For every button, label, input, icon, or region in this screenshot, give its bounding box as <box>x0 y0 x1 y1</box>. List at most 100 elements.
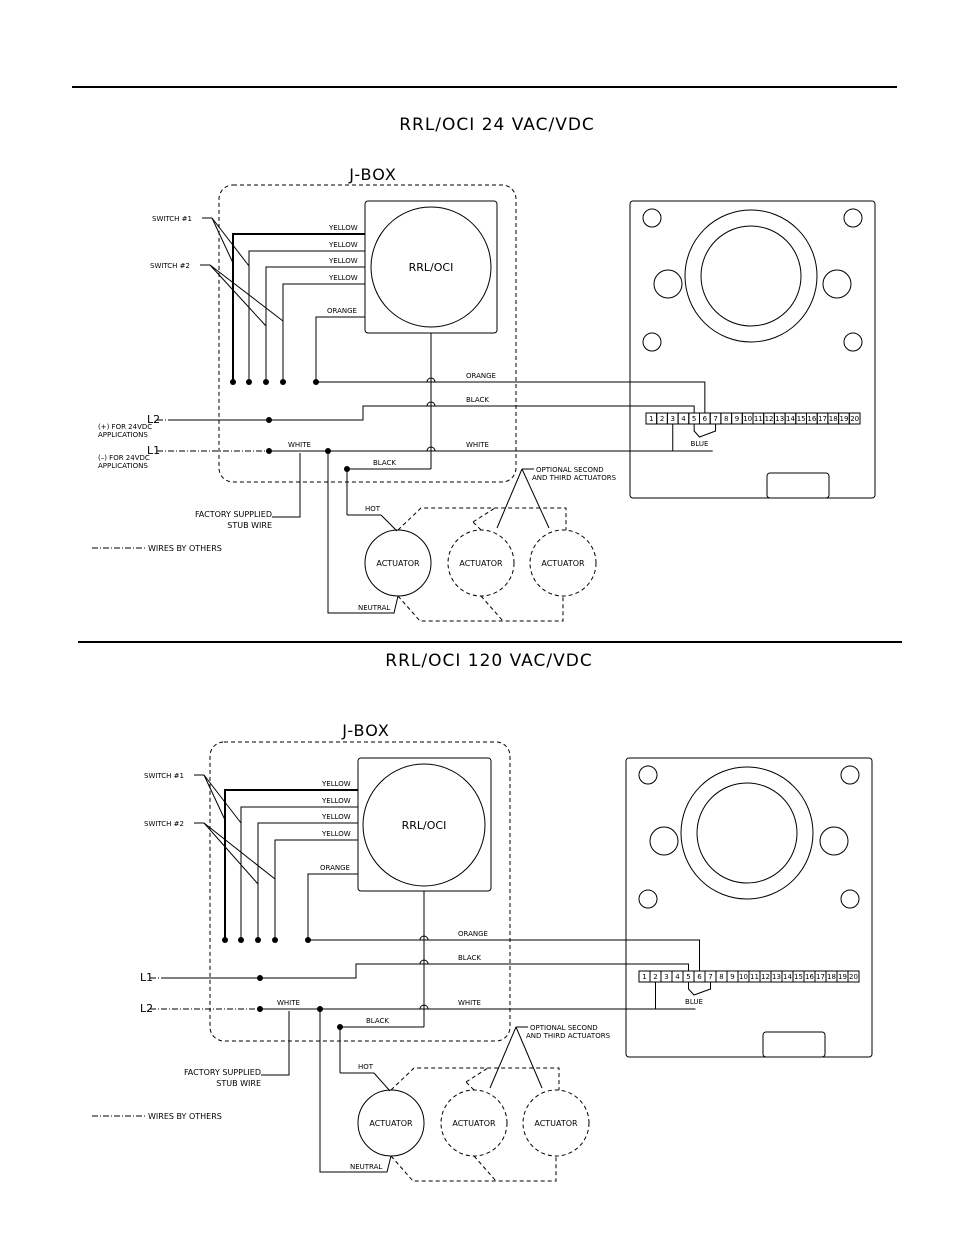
terminal-number: 15 <box>797 415 806 423</box>
switch-1-label: SWITCH #1 <box>144 772 184 780</box>
orange-wire <box>315 316 365 382</box>
switch-1-leader <box>211 217 234 264</box>
white-run-wire <box>269 424 713 452</box>
actuator-label: ACTUATOR <box>376 559 420 568</box>
wire-crossover <box>419 935 429 941</box>
neutral-wire <box>319 1009 392 1173</box>
mount-hole <box>642 208 662 228</box>
stub-label-line-2: STUB WIRE <box>216 1079 261 1088</box>
terminal-number: 13 <box>775 415 784 423</box>
yellow-wire <box>232 233 365 382</box>
terminal-number: 6 <box>703 415 708 423</box>
legend-label: WIRES BY OTHERS <box>148 1112 222 1121</box>
stub-label-line-1: FACTORY SUPPLIED <box>195 510 272 519</box>
black-run-wire <box>169 405 695 421</box>
mount-hole <box>638 889 658 909</box>
wire-crossover <box>419 959 429 965</box>
hot-wire <box>380 514 398 532</box>
terminal-number: 16 <box>807 415 816 423</box>
line-terminal-dot <box>257 1006 263 1012</box>
terminal-number: 20 <box>849 973 858 981</box>
terminal-number: 4 <box>675 973 680 981</box>
note-minus-line-1: (–) FOR 24VDC <box>98 454 150 462</box>
yellow-wire <box>224 789 358 940</box>
yellow-wire-label: YELLOW <box>328 224 358 232</box>
terminal-number: 4 <box>681 415 686 423</box>
black-run-label: BLACK <box>466 396 489 404</box>
terminal-number: 5 <box>686 973 690 981</box>
rrl-oci-label: RRL/OCI <box>409 261 454 274</box>
black-wire <box>339 1026 424 1073</box>
switch-terminal-dot <box>263 379 269 385</box>
actuator-optional <box>522 1089 590 1157</box>
optional-neutral-link <box>473 1155 497 1182</box>
yellow-wire-label: YELLOW <box>321 830 351 838</box>
switch-1-label: SWITCH #1 <box>152 215 192 223</box>
terminal-number: 15 <box>794 973 803 981</box>
dial-inner <box>700 225 802 327</box>
blue-label: BLUE <box>691 440 709 448</box>
rrl-oci-label: RRL/OCI <box>402 819 447 832</box>
terminal-number: 9 <box>730 973 734 981</box>
switch-terminal-dot <box>272 937 278 943</box>
line-b-label: L1 <box>147 444 160 457</box>
j-box-outline <box>209 741 511 1042</box>
black-run-wire <box>162 963 689 979</box>
black-wire-label: BLACK <box>373 459 396 467</box>
dial-outer <box>684 209 818 343</box>
mount-hole <box>638 765 658 785</box>
terminal-number: 14 <box>783 973 792 981</box>
yellow-wire <box>248 250 365 382</box>
j-box-label: J-BOX <box>341 721 390 740</box>
switch-2-leader <box>203 822 259 885</box>
orange-wire-label: ORANGE <box>327 307 357 315</box>
terminal-number: 18 <box>827 973 836 981</box>
black-run-label: BLACK <box>458 954 481 962</box>
orange-run-wire <box>308 939 700 971</box>
stub-label-line-1: FACTORY SUPPLIED <box>184 1068 261 1077</box>
terminal-number: 9 <box>735 415 739 423</box>
rrl-oci-dial <box>362 763 486 887</box>
line-a-label: L2 <box>147 413 160 426</box>
terminal-number: 10 <box>743 415 752 423</box>
orange-run-label: ORANGE <box>466 372 496 380</box>
optional-hot-link <box>472 521 482 531</box>
switch-terminal-dot <box>222 937 228 943</box>
hot-label: HOT <box>365 505 381 513</box>
yellow-wire-label: YELLOW <box>321 780 351 788</box>
blue-label: BLUE <box>685 998 703 1006</box>
white-run-label: WHITE <box>458 999 481 1007</box>
terminal-number: 12 <box>765 415 774 423</box>
panel-notch <box>766 472 830 499</box>
rrl-oci-dial <box>370 206 492 328</box>
panel-notch <box>762 1031 826 1058</box>
neutral-wire <box>327 451 399 614</box>
dial-inner <box>696 782 798 884</box>
switch-1-leader <box>211 217 250 267</box>
switch-2-leader <box>209 264 267 327</box>
terminal-number: 19 <box>839 415 848 423</box>
mount-hole <box>840 765 860 785</box>
yellow-wire <box>240 806 358 940</box>
switch-1-leader <box>203 774 242 824</box>
blue-jumper <box>693 424 717 438</box>
actuator-label: ACTUATOR <box>459 559 503 568</box>
switch-terminal-dot <box>230 379 236 385</box>
terminal-number: 1 <box>649 415 653 423</box>
mount-hole <box>653 269 683 299</box>
terminal-number: 13 <box>772 973 781 981</box>
yellow-wire-label: YELLOW <box>328 274 358 282</box>
white-stub-label: WHITE <box>277 999 300 1007</box>
diagram-title: RRL/OCI 120 VAC/VDC <box>385 651 592 671</box>
terminal-number: 7 <box>708 973 712 981</box>
terminal-number: 20 <box>850 415 859 423</box>
hot-wire <box>373 1072 391 1092</box>
yellow-wire-label: YELLOW <box>321 797 351 805</box>
yellow-wire <box>282 283 365 382</box>
actuator-label: ACTUATOR <box>534 1119 578 1128</box>
legend-label: WIRES BY OTHERS <box>148 544 222 553</box>
switch-terminal-dot <box>238 937 244 943</box>
wire-crossover <box>426 377 436 383</box>
orange-wire-label: ORANGE <box>320 864 350 872</box>
terminal-number: 11 <box>754 415 763 423</box>
